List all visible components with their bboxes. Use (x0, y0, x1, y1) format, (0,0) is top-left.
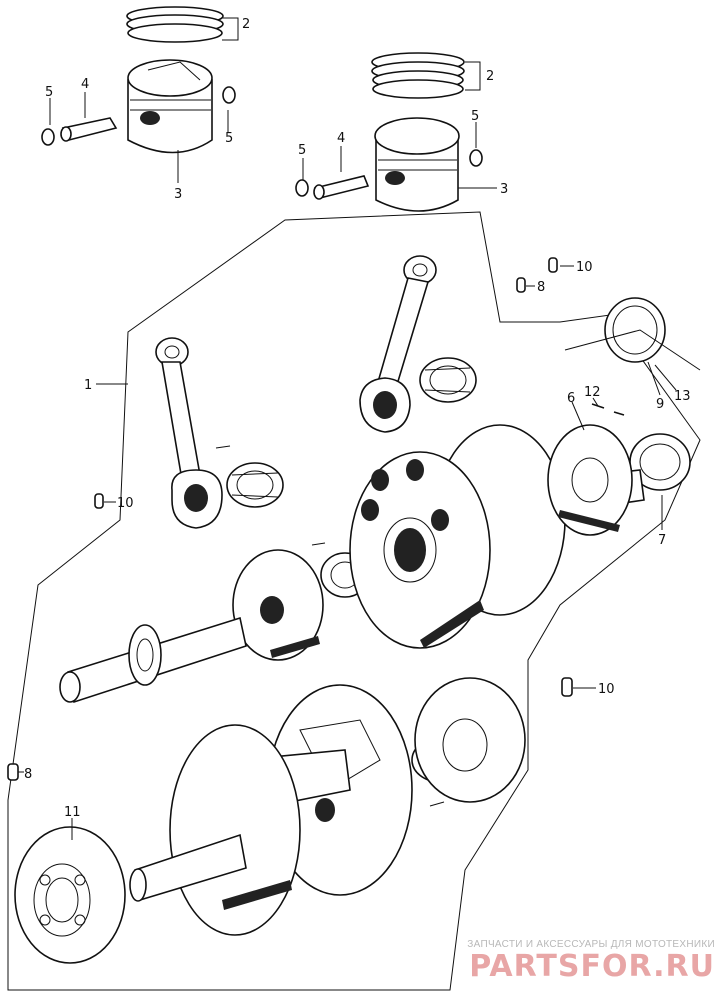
callout-4-right: 4 (337, 131, 345, 146)
callout-5-a: 5 (45, 85, 53, 100)
piston-right (295, 52, 483, 212)
callout-11: 11 (64, 805, 81, 820)
connecting-rod-right (359, 255, 437, 433)
callout-8-lower: 8 (24, 767, 32, 782)
dowel-pin-10-upper (548, 257, 558, 273)
dowel-pin-10-left (94, 493, 104, 509)
needle-bearing-upper-right (419, 357, 477, 403)
callout-7: 7 (658, 533, 666, 548)
callout-13: 13 (674, 389, 691, 404)
callout-3-right: 3 (500, 182, 508, 197)
crankshaft-upper (59, 424, 645, 704)
leader-lines (18, 17, 677, 840)
assembly-outline (7, 211, 701, 991)
crankshaft-lower (14, 677, 526, 964)
callout-9: 9 (656, 397, 664, 412)
callout-12: 12 (584, 385, 601, 400)
dowel-pin-10-lower (561, 677, 573, 697)
callout-8-upper: 8 (537, 280, 545, 295)
callout-10-left: 10 (117, 496, 134, 511)
callout-4-left: 4 (81, 77, 89, 92)
oil-seal-9 (564, 297, 701, 371)
callout-2-left: 2 (242, 17, 250, 32)
callout-10-upper: 10 (576, 260, 593, 275)
callout-10-lower: 10 (598, 682, 615, 697)
callout-6: 6 (567, 391, 575, 406)
callout-5-b: 5 (225, 131, 233, 146)
needle-bearing-7 (629, 433, 691, 491)
watermark-subtitle: ЗАПЧАСТИ И АКСЕССУАРЫ ДЛЯ МОТОТЕХНИКИ (467, 939, 715, 950)
dowel-pin-8-lower (7, 763, 19, 781)
watermark-brand: PARTSFOR.RU (469, 949, 715, 984)
piston-left (41, 6, 236, 154)
needle-bearing-left (226, 462, 284, 508)
watermark: ЗАПЧАСТИ И АКСЕССУАРЫ ДЛЯ МОТОТЕХНИКИ PA… (415, 939, 715, 984)
dowel-pin-8-upper (516, 277, 526, 293)
callout-5-c: 5 (298, 143, 306, 158)
pin-12 (591, 403, 625, 416)
callout-2-right: 2 (486, 69, 494, 84)
callout-1: 1 (84, 378, 92, 393)
callout-5-d: 5 (471, 109, 479, 124)
callout-3-left: 3 (174, 187, 182, 202)
connecting-rod-left (155, 337, 231, 529)
